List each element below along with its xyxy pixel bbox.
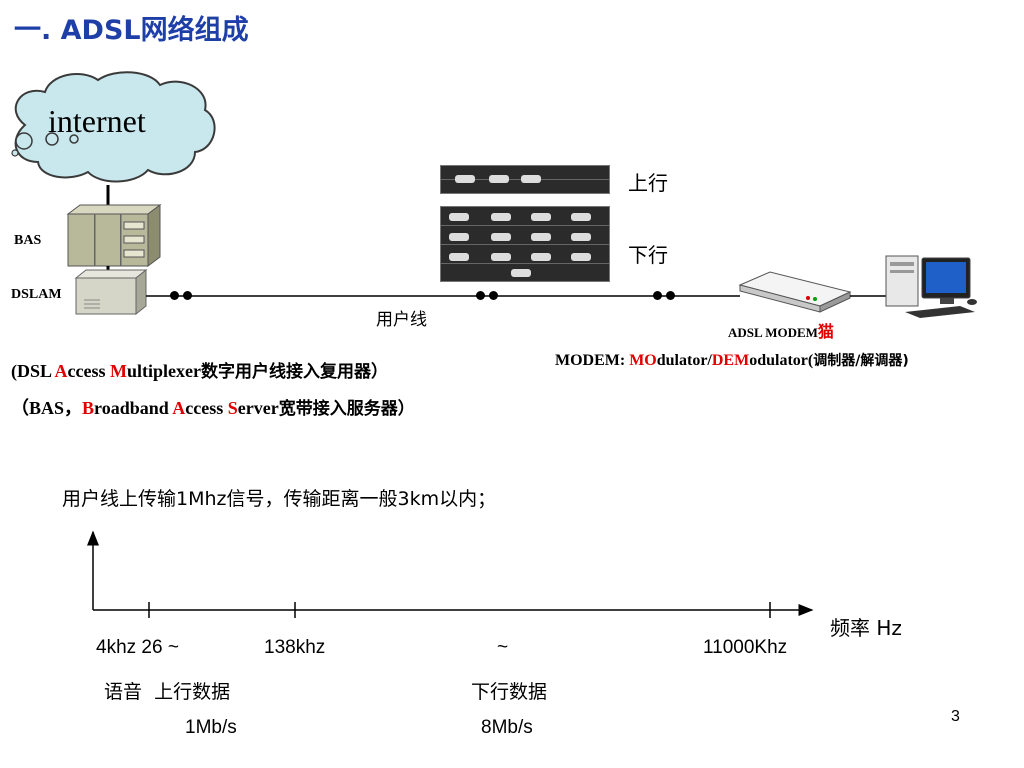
dsl-def-a: A	[54, 361, 68, 381]
modem-definition: MODEM: MOdulator/DEModulator(调制器/解调器)	[555, 350, 909, 370]
dsl-def-open: (DSL	[11, 361, 55, 381]
bas-definition: （BAS，Broadband Access Server宽带接入服务器）	[11, 394, 415, 420]
internet-cloud-icon	[11, 71, 216, 183]
modem-cat-text: 猫	[817, 322, 834, 341]
modem-def-mo: MO	[629, 352, 657, 369]
bas-server-icon	[66, 204, 162, 267]
bas-def-a-rest: ccess	[185, 398, 228, 418]
modem-def-dem-rest: odulator(	[749, 352, 814, 369]
bas-def-open: （BAS，	[11, 398, 83, 418]
modem-def-dem: DEM	[711, 352, 750, 369]
adsl-modem-icon	[738, 271, 852, 313]
tick-label: 138khz	[264, 637, 326, 658]
upstream-label: 上行	[628, 171, 668, 195]
bas-def-s-rest: erver	[237, 398, 279, 418]
upstream-traffic-image	[440, 165, 610, 194]
dslam-definition: (DSL Access Multiplexer数字用户线接入复用器）	[11, 357, 388, 382]
dsl-def-m: M	[110, 361, 128, 381]
line-dot	[476, 291, 485, 300]
bas-def-b: B	[82, 398, 95, 418]
network-diagram	[11, 71, 977, 318]
downstream-label: 下行	[628, 243, 668, 267]
modem-def-cn: 调制器/解调器)	[813, 353, 909, 369]
line-dot	[653, 291, 662, 300]
line-dot	[183, 291, 192, 300]
dslam-label: DSLAM	[11, 287, 62, 302]
rate-label: 8Mb/s	[481, 717, 533, 738]
dsl-def-m-rest: ultiplexer	[127, 361, 202, 381]
bas-def-s: S	[227, 398, 238, 418]
tick-label: ~	[497, 637, 509, 658]
internet-label: internet	[48, 103, 146, 139]
bas-def-b-rest: roadband	[94, 398, 173, 418]
tick-label: 4khz 26 ~	[96, 637, 179, 658]
band-label: 语音 上行数据	[104, 681, 231, 703]
modem-def-prefix: MODEM:	[555, 352, 630, 369]
bas-label: BAS	[14, 233, 42, 248]
dsl-def-a-rest: ccess	[67, 361, 111, 381]
dsl-def-cn: 数字用户线接入复用器）	[201, 362, 389, 382]
frequency-axis	[87, 530, 814, 618]
rate-label: 1Mb/s	[185, 717, 237, 738]
line-dot	[666, 291, 675, 300]
axis-unit-label: 频率 Hz	[830, 616, 902, 640]
band-label: 下行数据	[471, 681, 548, 703]
user-line-label: 用户线	[376, 310, 427, 330]
dslam-device-icon	[74, 268, 148, 316]
line-dot	[170, 291, 179, 300]
line-dot	[489, 291, 498, 300]
page-number: 3	[951, 708, 960, 725]
modem-label-text: ADSL MODEM	[728, 325, 818, 340]
tick-label: 11000Khz	[703, 637, 788, 658]
bas-def-a: A	[172, 398, 186, 418]
bas-def-cn: 宽带接入服务器）	[278, 399, 415, 419]
slide-title: 一. ADSL网络组成	[14, 15, 249, 46]
transmission-statement: 用户线上传输1Mhz信号，传输距离一般3km以内；	[62, 488, 497, 510]
modem-label: ADSL MODEM猫	[728, 318, 834, 342]
downstream-traffic-image	[440, 206, 610, 282]
modem-def-mo-rest: dulator/	[656, 352, 712, 369]
computer-icon	[885, 255, 977, 318]
